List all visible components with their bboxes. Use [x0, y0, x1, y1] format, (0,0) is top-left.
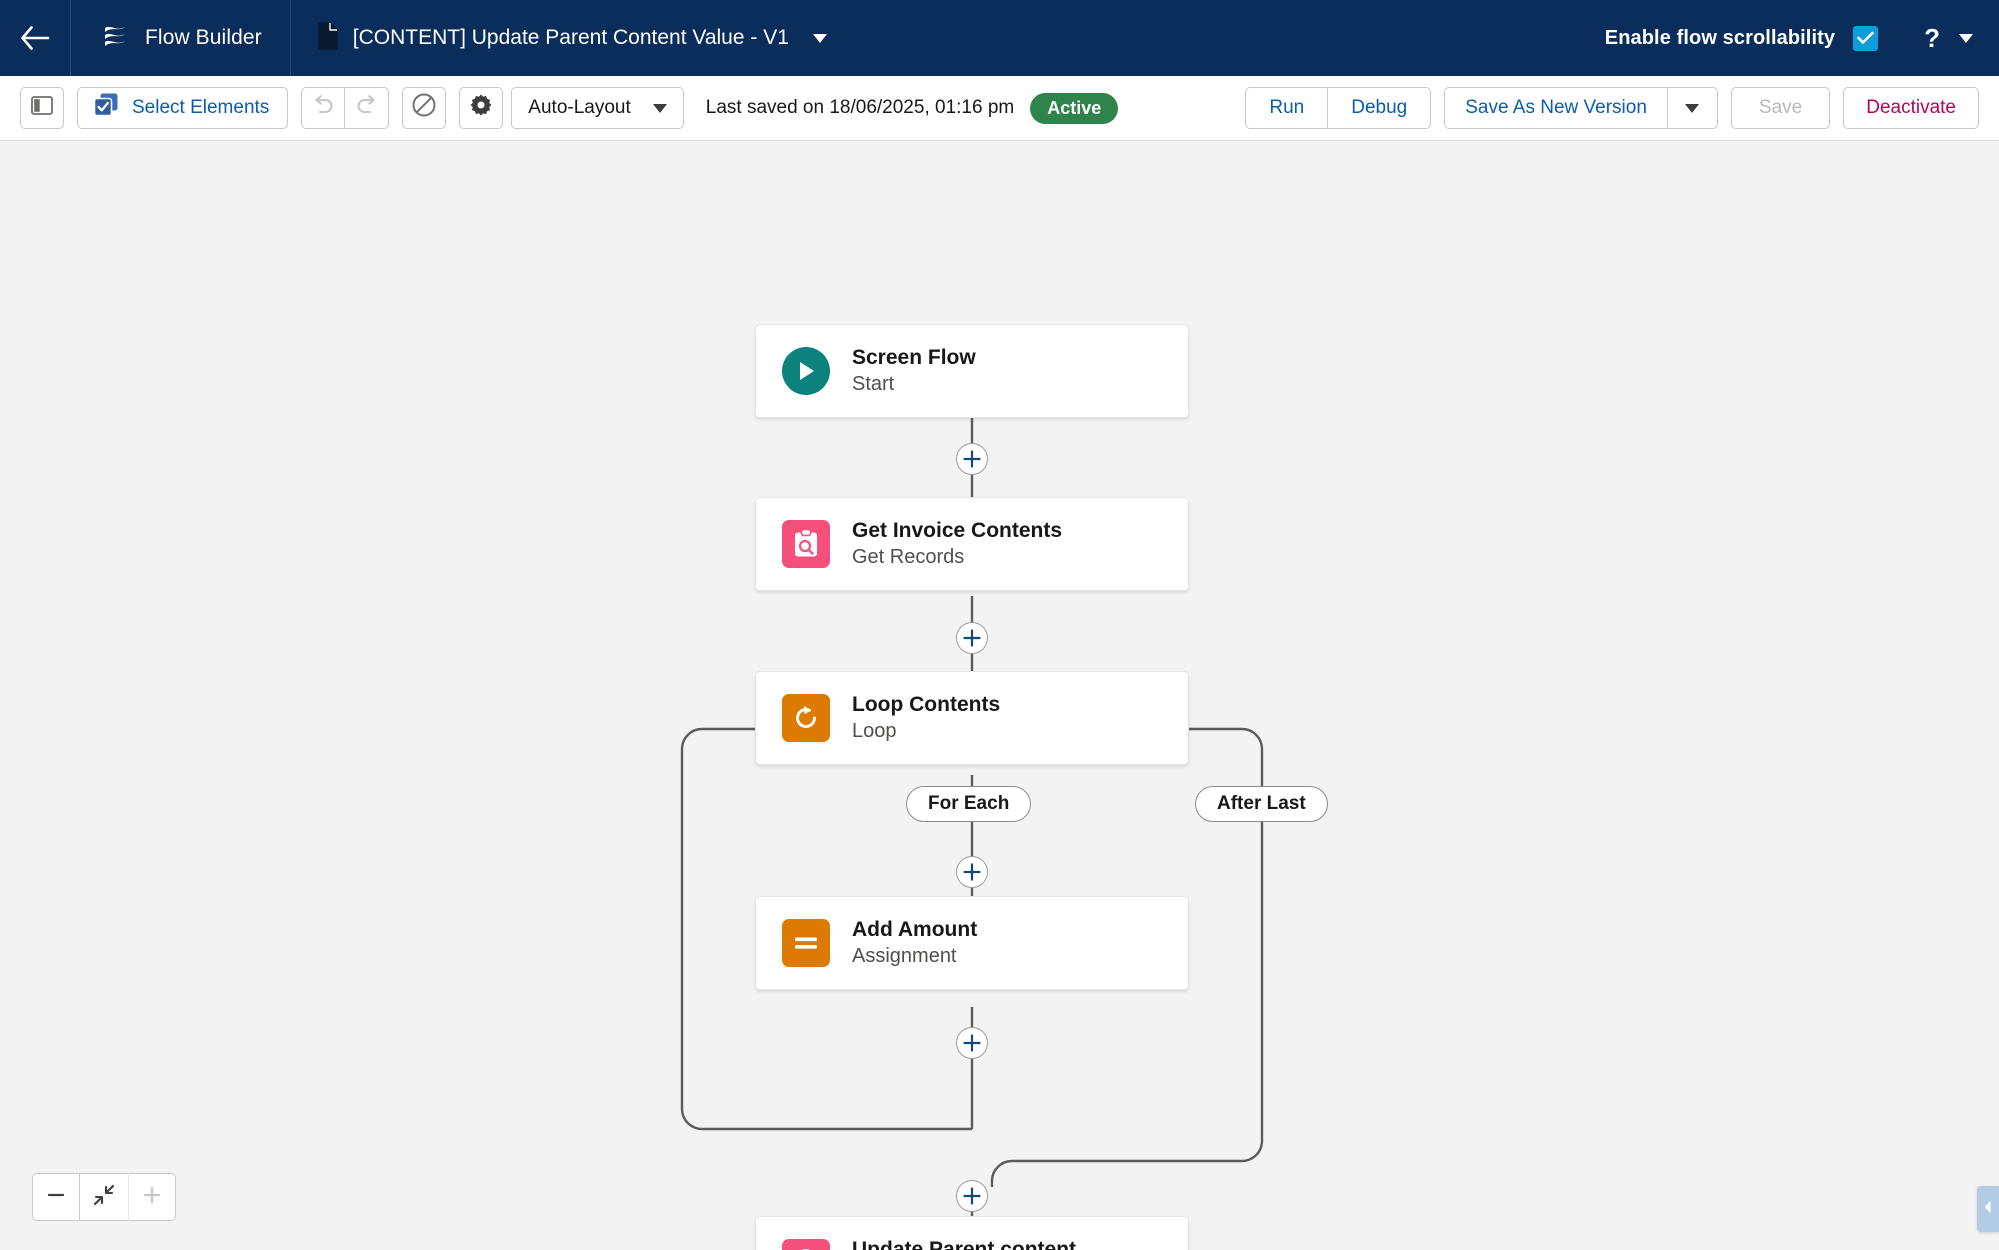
- flow-node-add-amount[interactable]: Add Amount Assignment: [755, 896, 1189, 990]
- checkbox-copy-icon: [93, 92, 119, 124]
- flow-builder-logo-icon: [99, 20, 131, 57]
- add-element-button[interactable]: [956, 856, 988, 888]
- gear-icon: [469, 93, 493, 123]
- flow-builder-brand[interactable]: Flow Builder: [71, 0, 290, 76]
- flow-name-label: [CONTENT] Update Parent Content Value - …: [352, 26, 789, 49]
- flow-canvas[interactable]: Screen Flow Start Get Invoice Contents G…: [0, 141, 1999, 1250]
- deactivate-button[interactable]: Deactivate: [1843, 87, 1979, 129]
- minus-icon: [46, 1185, 66, 1210]
- flow-toolbar: Select Elements: [0, 76, 1999, 141]
- undo-icon: [311, 94, 335, 122]
- add-element-button[interactable]: [956, 1027, 988, 1059]
- layout-mode-select[interactable]: Auto-Layout: [511, 87, 684, 129]
- flow-name-menu[interactable]: [CONTENT] Update Parent Content Value - …: [291, 0, 853, 76]
- header-divider-1: [70, 0, 71, 76]
- loop-refresh-icon: [782, 694, 830, 742]
- flow-node-subtitle: Loop: [852, 720, 897, 743]
- chevron-down-icon: [1685, 103, 1700, 113]
- flow-node-title: Screen Flow: [852, 345, 976, 369]
- scrollability-label: Enable flow scrollability: [1604, 26, 1836, 49]
- flow-builder-label: Flow Builder: [145, 26, 262, 49]
- flow-node-subtitle: Assignment: [852, 945, 957, 968]
- flow-node-title: Add Amount: [852, 917, 978, 941]
- flow-node-screen-flow-start[interactable]: Screen Flow Start: [755, 324, 1189, 418]
- flow-node-get-invoice-contents[interactable]: Get Invoice Contents Get Records: [755, 497, 1189, 591]
- toolbar-right-group: Run Debug Save As New Version Save Deact…: [1245, 87, 1979, 129]
- chevron-down-icon: [812, 33, 827, 43]
- header-divider-2: [289, 0, 291, 76]
- plus-icon: [142, 1185, 162, 1210]
- save-as-new-version-group: Save As New Version: [1444, 87, 1718, 129]
- debug-button[interactable]: Debug: [1328, 87, 1432, 129]
- flow-node-text: Get Invoice Contents Get Records: [852, 519, 1062, 569]
- help-question-icon: ?: [1924, 23, 1940, 53]
- flow-node-subtitle: Get Records: [852, 546, 965, 569]
- undo-button[interactable]: [301, 87, 346, 129]
- save-as-new-version-menu-button[interactable]: [1667, 87, 1718, 129]
- expand-right-panel-button[interactable]: [1977, 1186, 1999, 1232]
- status-badge: Active: [1030, 92, 1119, 124]
- add-element-button[interactable]: [956, 443, 988, 475]
- flow-node-text: Update Parent content Update Records: [852, 1238, 1076, 1250]
- flow-node-text: Loop Contents Loop: [852, 693, 1000, 743]
- document-icon: [317, 21, 339, 55]
- redo-icon: [355, 94, 379, 122]
- zoom-controls: [32, 1173, 176, 1221]
- left-panel-toggle-icon: [31, 95, 53, 121]
- help-menu-button[interactable]: ?: [1924, 25, 1973, 51]
- undo-redo-group: [301, 87, 390, 129]
- fit-to-view-icon: [93, 1184, 115, 1211]
- flow-node-text: Add Amount Assignment: [852, 918, 977, 968]
- select-elements-label: Select Elements: [132, 97, 270, 118]
- zoom-out-button[interactable]: [32, 1173, 80, 1221]
- toggle-left-panel-button[interactable]: [20, 87, 64, 129]
- last-saved-text: Last saved on 18/06/2025, 01:16 pm: [705, 97, 1015, 118]
- flow-node-title: Get Invoice Contents: [852, 518, 1063, 542]
- play-start-icon: [782, 347, 830, 395]
- flow-node-title: Loop Contents: [852, 692, 1001, 716]
- equals-assignment-icon: [782, 919, 830, 967]
- flow-settings-button[interactable]: [459, 87, 504, 129]
- scrollability-checkbox[interactable]: [1853, 25, 1879, 51]
- chevron-down-icon: [652, 103, 667, 113]
- add-element-button[interactable]: [956, 622, 988, 654]
- flow-node-update-parent-content[interactable]: Update Parent content Update Records: [755, 1216, 1189, 1250]
- flow-node-title: Update Parent content: [852, 1237, 1077, 1250]
- branch-label-for-each[interactable]: For Each: [906, 786, 1032, 822]
- header-right-group: Enable flow scrollability ?: [1605, 0, 1999, 76]
- clipboard-pencil-icon: [782, 1239, 830, 1250]
- zoom-in-button[interactable]: [128, 1173, 176, 1221]
- layout-mode-label: Auto-Layout: [528, 97, 631, 118]
- arrow-left-icon: [20, 25, 50, 51]
- app-header: Flow Builder [CONTENT] Update Parent Con…: [0, 0, 1999, 76]
- flow-node-subtitle: Start: [852, 373, 895, 396]
- save-as-new-version-button[interactable]: Save As New Version: [1444, 87, 1668, 129]
- back-button[interactable]: [0, 0, 70, 76]
- run-button[interactable]: Run: [1245, 87, 1329, 129]
- chevron-left-icon: [1983, 1200, 1993, 1219]
- circle-slash-icon: [411, 92, 437, 124]
- restrict-mode-button[interactable]: [402, 87, 447, 129]
- add-element-button[interactable]: [956, 1180, 988, 1212]
- fit-to-view-button[interactable]: [80, 1173, 128, 1221]
- flow-node-text: Screen Flow Start: [852, 346, 976, 396]
- chevron-down-icon: [1959, 33, 1973, 43]
- branch-label-after-last[interactable]: After Last: [1195, 786, 1328, 822]
- flow-node-loop-contents[interactable]: Loop Contents Loop: [755, 671, 1189, 765]
- select-elements-button[interactable]: Select Elements: [77, 87, 289, 129]
- save-button[interactable]: Save: [1730, 87, 1831, 129]
- clipboard-search-icon: [782, 520, 830, 568]
- run-debug-group: Run Debug: [1245, 87, 1432, 129]
- redo-button[interactable]: [345, 87, 390, 129]
